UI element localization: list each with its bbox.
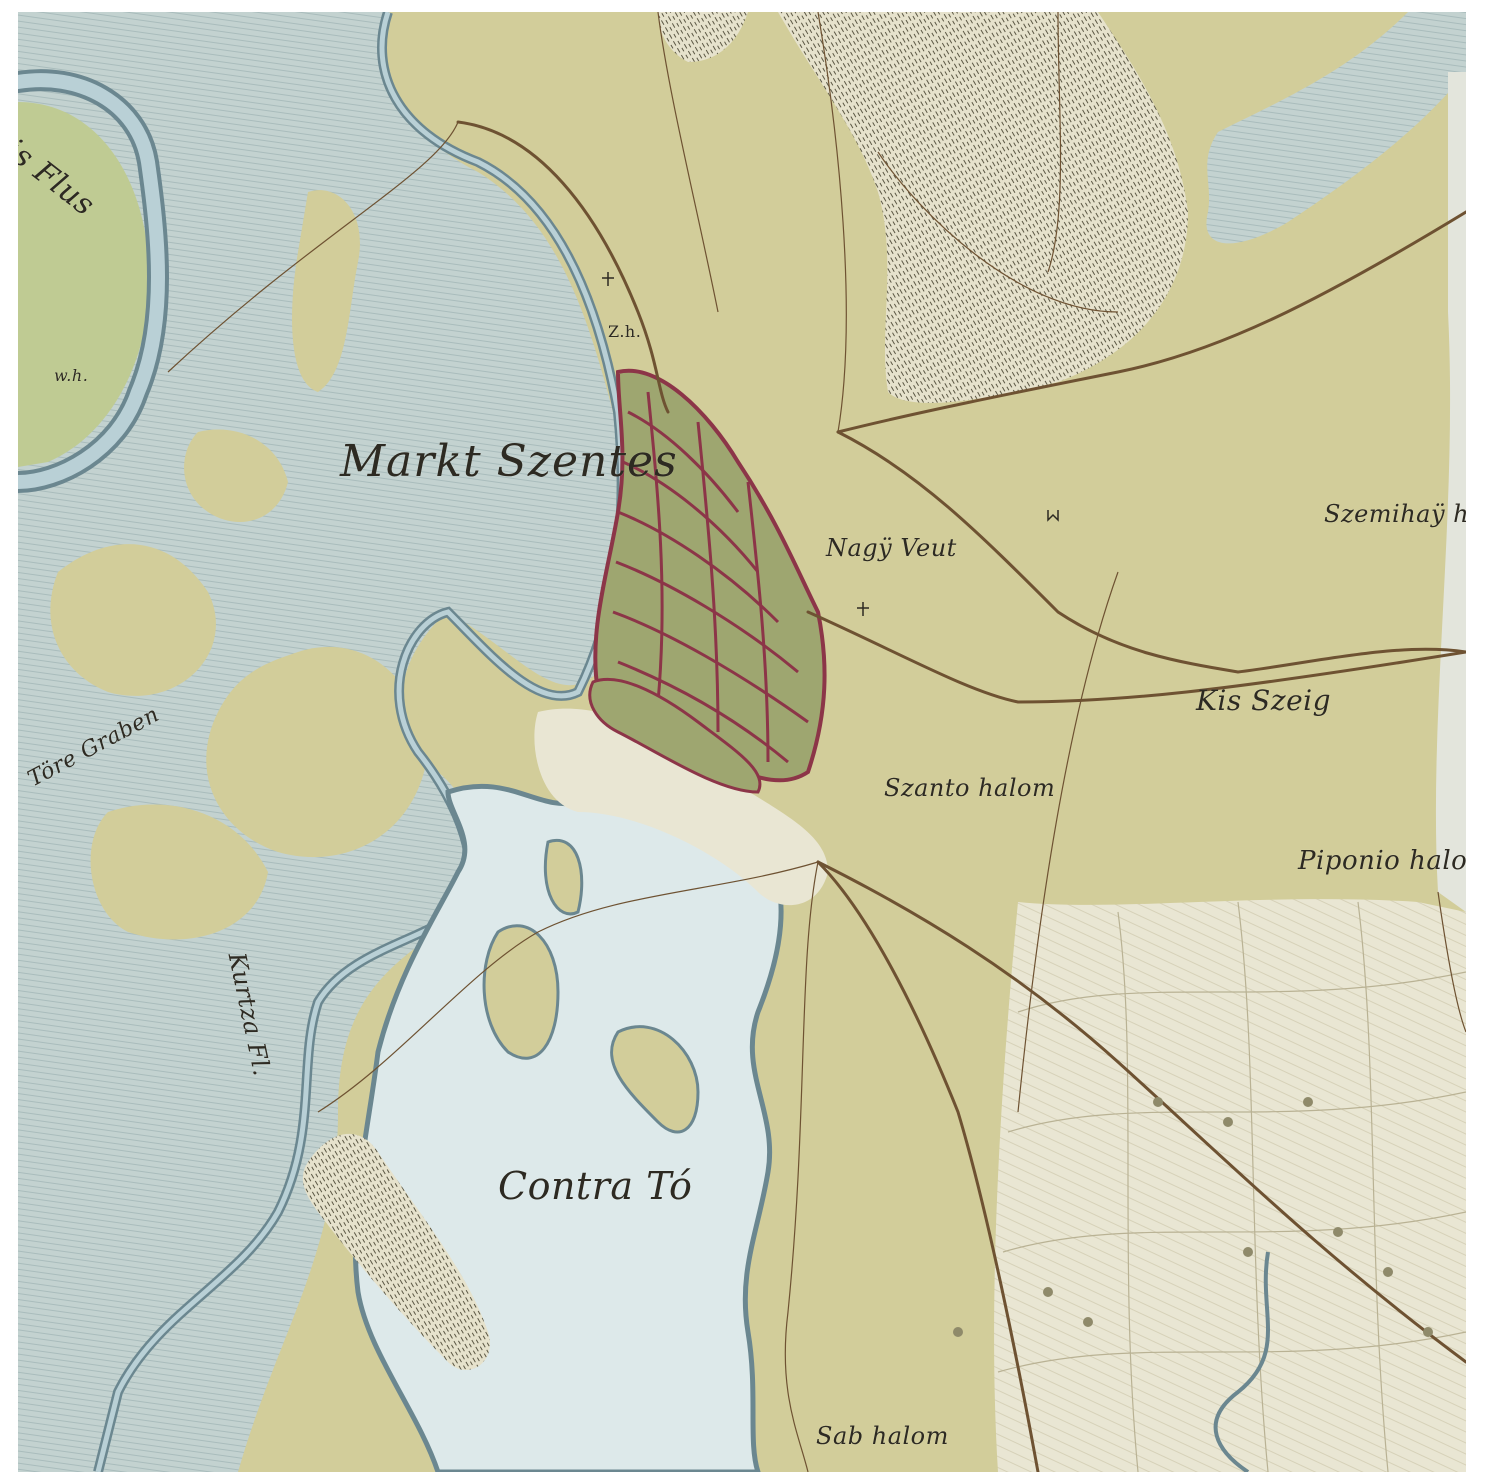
tree-marker-icon [1083,1317,1093,1327]
cross-icon [857,602,869,616]
tree-marker-icon [1423,1327,1433,1337]
tree-marker-icon [1153,1097,1163,1107]
river-tisza-water [18,73,165,489]
tree-marker-icon [1243,1247,1253,1257]
town-streets [612,391,809,764]
roads [456,120,1466,1472]
label-zh: Z.h. [608,322,642,341]
label-kis-szeig: Kis Szeig [1196,684,1332,717]
paths [167,12,1466,1472]
label-piponio-halom: Piponio halom [1298,846,1466,876]
marsh-island [206,646,428,858]
label-markt-szentes: Markt Szentes [340,436,678,487]
mill-icon [1047,510,1059,522]
tree-marker-icon [1303,1097,1313,1107]
forest-north [778,12,1188,403]
forest-southwest [302,1133,490,1371]
river-kurtza-water [95,12,625,1472]
label-szanto-halom: Szanto halom [884,774,1056,802]
tree-markers [953,1097,1433,1337]
tree-marker-icon [1043,1287,1053,1297]
northeast-marsh [1206,12,1466,244]
lake-island [482,924,560,1060]
meander-island [18,102,150,467]
lake-island [543,838,584,916]
map-symbols [602,272,1059,616]
forest-north-small [658,12,748,62]
label-contra-to: Contra Tó [498,1164,693,1208]
tree-marker-icon [1333,1227,1343,1237]
sandy-bank [534,708,828,906]
marsh-island [90,804,268,940]
marsh-island [50,544,216,696]
marsh-island [292,190,360,392]
cross-icon [602,272,614,286]
tree-marker-icon [953,1327,963,1337]
historical-map: Markt Szentes Contra Tó Nagÿ Veut Kis Sz… [18,12,1466,1472]
tree-marker-icon [1383,1267,1393,1277]
field-stream [1213,1251,1270,1472]
map-canvas [18,12,1466,1472]
label-nagy-veut: Nagÿ Veut [826,534,957,562]
field-boundaries [997,901,1466,1472]
label-wh: w.h. [54,366,89,385]
marsh-island [184,429,288,522]
east-water-strip [1435,72,1466,912]
tree-marker-icon [1223,1117,1233,1127]
lake-island [610,1025,700,1134]
town-south-quarter [588,677,762,794]
label-sab-halom: Sab halom [816,1422,949,1450]
cultivated-fields [994,899,1466,1472]
label-szemihay-halom: Szemihaÿ halo [1324,500,1466,528]
